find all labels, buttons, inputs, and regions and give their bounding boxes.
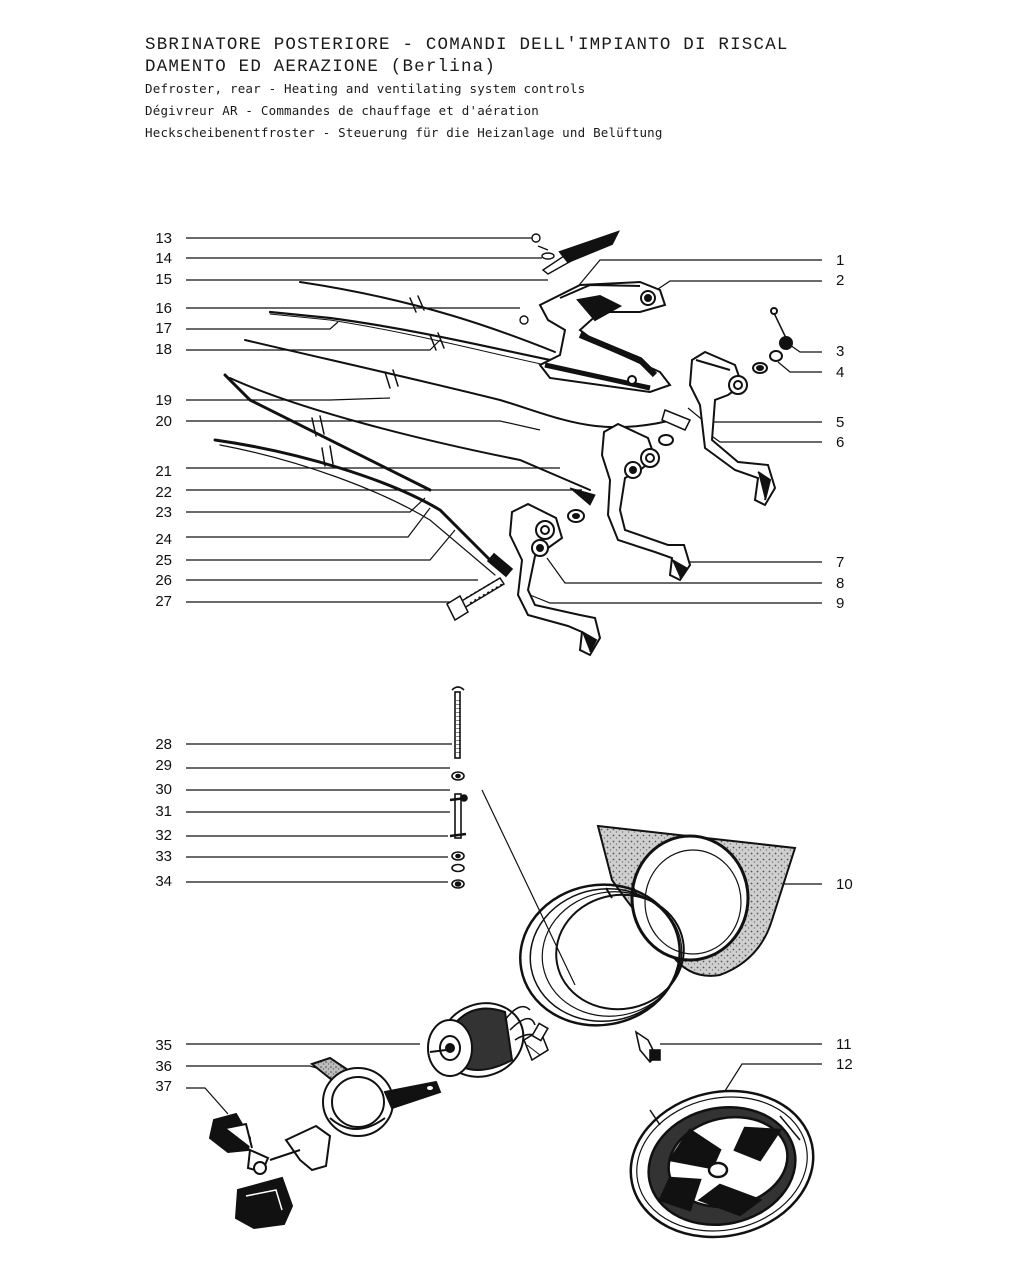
- callout-4: 4: [836, 364, 844, 381]
- callout-13: 13: [155, 230, 172, 247]
- callout-32: 32: [155, 827, 172, 844]
- callout-19: 19: [155, 392, 172, 409]
- control-lever-icon: [600, 422, 692, 582]
- mounting-bolt-icon: [449, 686, 468, 889]
- callout-20: 20: [155, 413, 172, 430]
- callout-16: 16: [155, 300, 172, 317]
- callout-1: 1: [836, 252, 844, 269]
- title-english: Defroster, rear - Heating and ventilatin…: [145, 81, 586, 96]
- bowden-cable-icon: [213, 281, 692, 578]
- callout-5: 5: [836, 414, 844, 431]
- title-italian-line-1: SBRINATORE POSTERIORE - COMANDI DELL'IMP…: [145, 35, 789, 55]
- callout-17: 17: [155, 320, 172, 337]
- fan-motor-icon: [427, 1002, 541, 1078]
- callout-27: 27: [155, 593, 172, 610]
- callout-15: 15: [155, 271, 172, 288]
- callout-10: 10: [836, 876, 853, 893]
- callout-25: 25: [155, 552, 172, 569]
- callout-18: 18: [155, 341, 172, 358]
- callout-33: 33: [155, 848, 172, 865]
- lever-bracket-icon: [538, 230, 672, 394]
- title-italian-line-2: DAMENTO ED AERAZIONE (Berlina): [145, 57, 497, 77]
- title-german: Heckscheibenentfroster - Steuerung für d…: [145, 125, 663, 140]
- callout-30: 30: [155, 781, 172, 798]
- right-callouts: 1 2 3 4 5 6 7 8 9 10 11 12: [836, 252, 853, 1073]
- callout-3: 3: [836, 343, 844, 360]
- callout-36: 36: [155, 1058, 172, 1075]
- callout-22: 22: [155, 484, 172, 501]
- connector-icon: [523, 1022, 549, 1062]
- duct-ring-icon: [519, 883, 685, 1027]
- callout-31: 31: [155, 803, 172, 820]
- callout-2: 2: [836, 272, 844, 289]
- left-callouts: 13 14 15 16 17 18 19 20 21 22 23 24 25 2…: [155, 230, 172, 1095]
- callout-28: 28: [155, 736, 172, 753]
- callout-12: 12: [836, 1056, 853, 1073]
- callout-34: 34: [155, 873, 172, 890]
- callout-9: 9: [836, 595, 844, 612]
- callout-26: 26: [155, 572, 172, 589]
- callout-37: 37: [155, 1078, 172, 1095]
- callout-29: 29: [155, 757, 172, 774]
- callout-11: 11: [836, 1036, 852, 1053]
- title-french: Dégivreur AR - Commandes de chauffage et…: [145, 103, 540, 118]
- bolt-icon: [446, 576, 506, 622]
- control-lever-icon: [688, 307, 793, 507]
- callout-8: 8: [836, 575, 844, 592]
- callout-7: 7: [836, 554, 844, 571]
- callout-24: 24: [155, 531, 172, 548]
- fan-impeller-icon: [208, 1112, 332, 1230]
- callout-14: 14: [155, 250, 172, 267]
- header: SBRINATORE POSTERIORE - COMANDI DELL'IMP…: [145, 34, 1005, 144]
- fan-shroud-icon: [596, 824, 797, 977]
- control-lever-icon: [508, 502, 602, 657]
- motor-bracket-icon: [309, 1056, 442, 1137]
- callout-6: 6: [836, 434, 844, 451]
- callout-35: 35: [155, 1037, 172, 1054]
- callout-21: 21: [155, 463, 172, 480]
- fan-housing-icon: [629, 1089, 815, 1239]
- callout-23: 23: [155, 504, 172, 521]
- plug-icon: [634, 1030, 661, 1064]
- leader-lines: [186, 237, 822, 1115]
